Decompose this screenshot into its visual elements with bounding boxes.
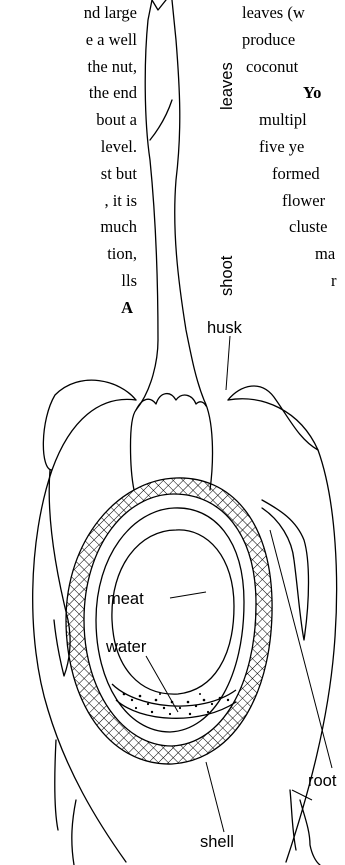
label-meat: meat (107, 590, 144, 608)
root-left-bottom (55, 740, 76, 865)
meat-leader (170, 592, 206, 598)
label-water: water (105, 638, 147, 656)
water-pool (112, 684, 236, 718)
label-husk: husk (207, 319, 243, 337)
shell-leader (206, 762, 224, 832)
label-root: root (308, 772, 337, 790)
root-leader-1 (270, 530, 332, 768)
cavity-outline (112, 530, 234, 694)
shoot-base (136, 394, 206, 410)
root-leader-2 (292, 790, 312, 800)
husk-hump-right (228, 386, 318, 450)
label-leaves: leaves (218, 62, 236, 110)
label-shoot: shoot (218, 255, 236, 296)
water-dots (123, 693, 230, 716)
husk-leader (226, 336, 230, 390)
shell-ring (66, 478, 272, 764)
shoot-outline (131, 0, 213, 490)
label-shell: shell (200, 833, 234, 851)
leaves-tip (150, 0, 172, 140)
